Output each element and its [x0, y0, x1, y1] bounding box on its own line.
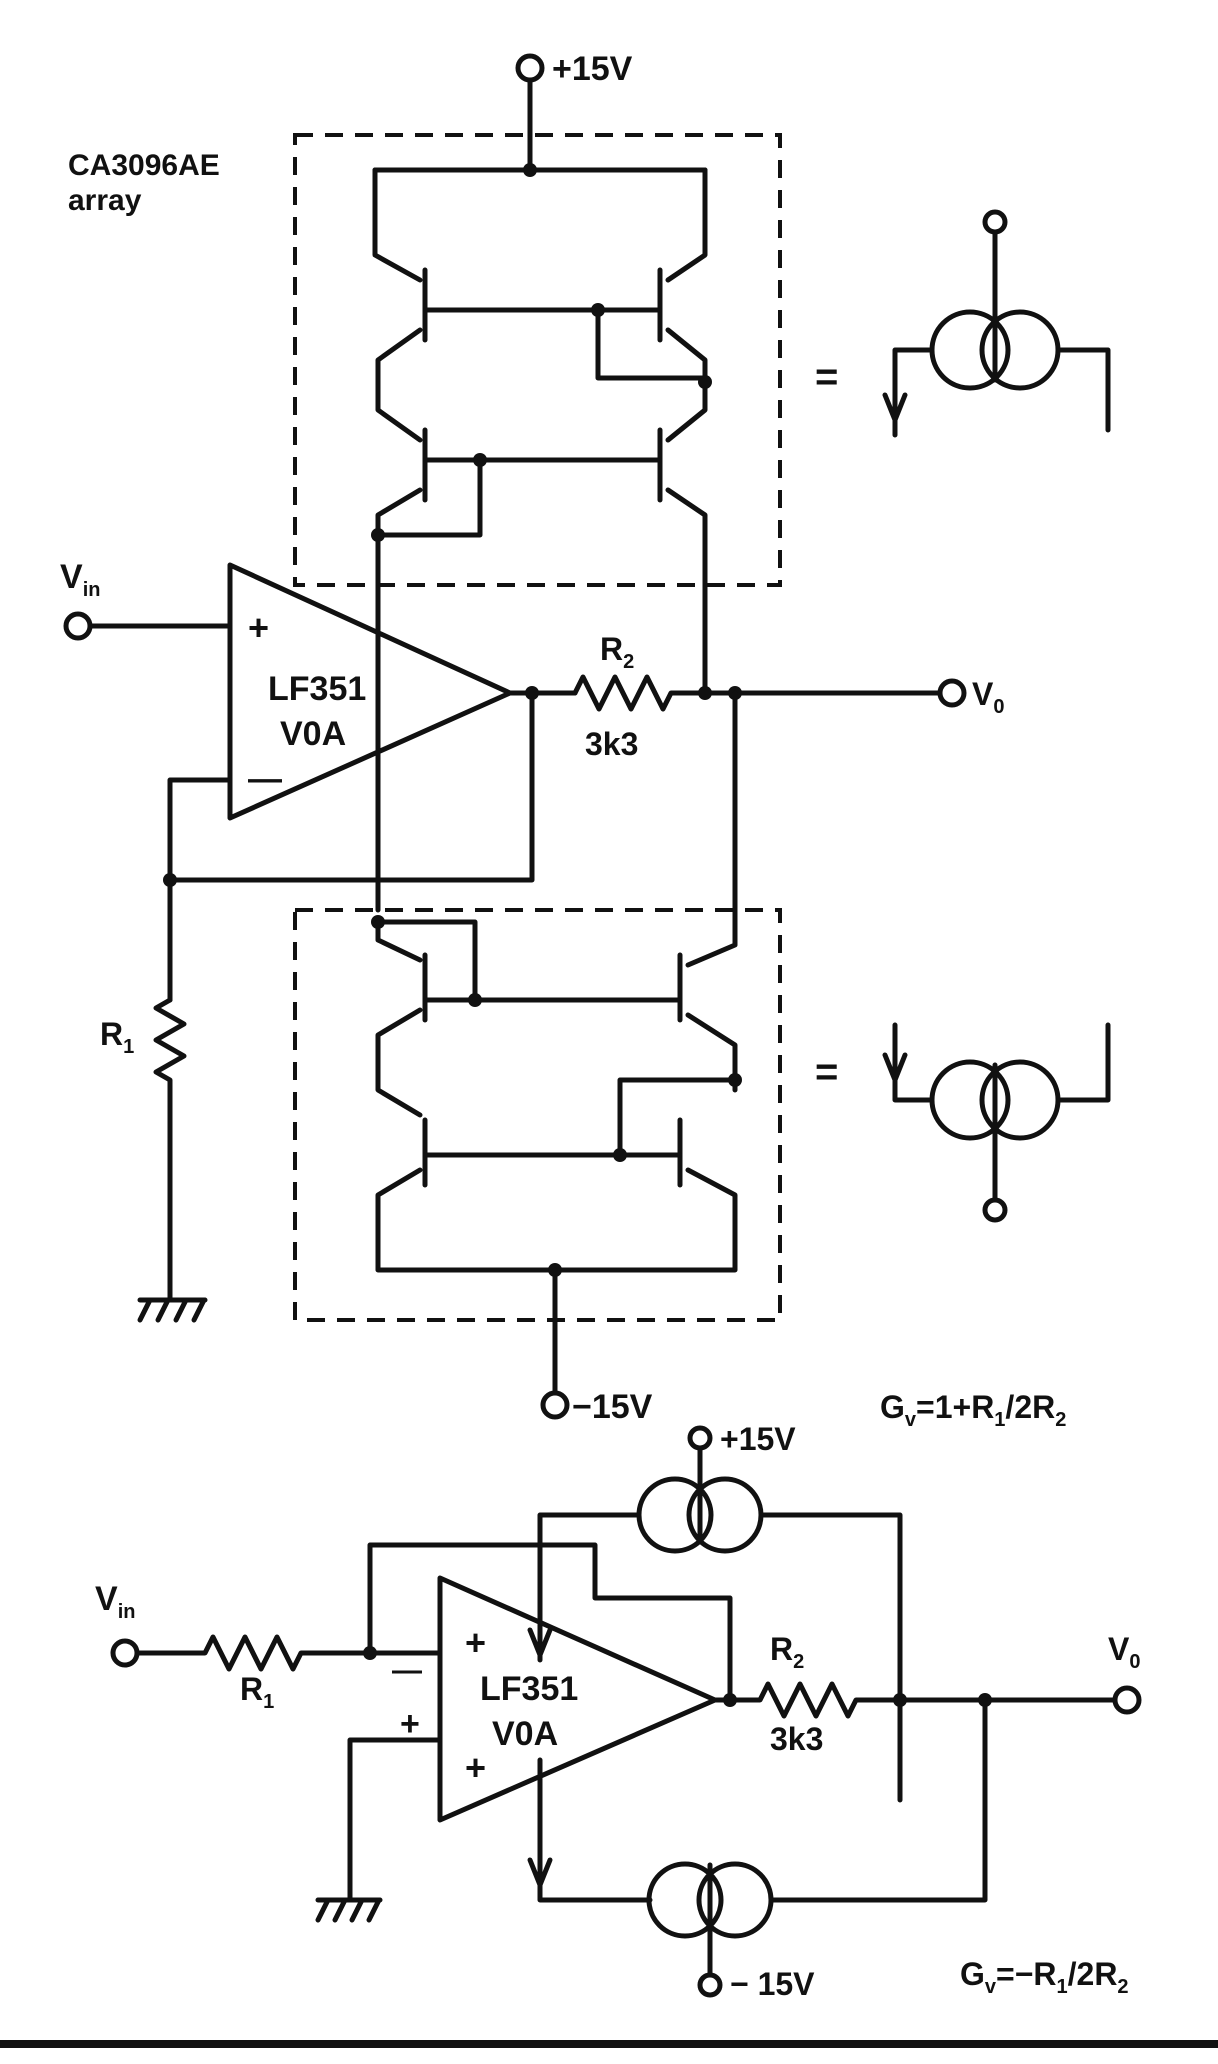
output-label: V0 [972, 676, 1004, 718]
bottom-upper-current-source [527, 1476, 903, 1803]
bottom-input-label: Vin [95, 1580, 135, 1623]
lower-current-source-symbol [882, 1022, 1111, 1223]
upper-array-box [293, 133, 782, 587]
bottom-r1-resistor [134, 1634, 443, 1672]
r2-label: R2 [600, 631, 634, 673]
bottom-opamp-sub-label: V0A [492, 1715, 558, 1753]
upper-arrow-icon [882, 392, 908, 423]
lower-current-mirror [371, 915, 742, 1277]
lower-equiv-sign: = [815, 1050, 838, 1094]
array-name-label: CA3096AE [68, 149, 220, 182]
opamp-plus-label: + [248, 607, 269, 648]
pos-supply-label: +15V [552, 50, 633, 88]
neg-supply-label: −15V [572, 1388, 653, 1426]
input-label: Vin [60, 558, 100, 601]
array-word-label: array [68, 184, 142, 217]
bottom-opamp-plus-label: + [465, 1622, 486, 1663]
input-terminal [63, 611, 93, 641]
ground-icon [137, 1297, 208, 1323]
bottom-input-terminal [110, 1638, 140, 1668]
r2-resistor [572, 674, 943, 712]
r1-resistor [153, 997, 187, 1303]
bottom-r1-label: R1 [240, 1671, 274, 1713]
neg-supply-terminal [540, 1390, 570, 1420]
bottom-left-minus-label: — [392, 1654, 422, 1687]
bottom-output-label: V0 [1108, 1631, 1140, 1673]
opamp-minus-label: — [248, 760, 282, 798]
bottom-neg-supply-label: − 15V [730, 1966, 815, 2002]
opamp-triangle [227, 562, 513, 821]
top-circuit: +15V CA3096AE array [60, 50, 1111, 1431]
bottom-pos-supply-label: +15V [720, 1421, 796, 1457]
top-gain-formula: Gv=1+R1/2R2 [880, 1389, 1066, 1431]
bottom-opamp-minus-label: + [465, 1747, 486, 1788]
r1-label: R1 [100, 1016, 134, 1058]
upper-equiv-sign: = [815, 355, 838, 399]
bottom-output-terminal [1112, 1685, 1142, 1715]
upper-current-mirror [371, 163, 712, 693]
opamp-sub-label: V0A [280, 715, 346, 753]
bottom-opamp-triangle [437, 1575, 718, 1823]
output-terminal [937, 678, 967, 708]
bottom-gain-formula: Gv=−R1/2R2 [960, 1956, 1129, 1998]
bottom-lower-current-source [527, 1697, 988, 1998]
lower-array-box [293, 908, 782, 1322]
bottom-r2-resistor [712, 1681, 1118, 1719]
bottom-ground-icon [315, 1897, 383, 1923]
r2-value-label: 3k3 [585, 726, 638, 762]
bottom-left-plus-label: + [400, 1705, 420, 1743]
opamp-name-label: LF351 [268, 670, 366, 708]
bottom-upper-arrow-icon [527, 1627, 553, 1658]
bottom-r2-value-label: 3k3 [770, 1721, 823, 1757]
bottom-circuit: +15V Vin R1 — + + + LF351 V0A [95, 1421, 1142, 2002]
bottom-lower-arrow-icon [527, 1857, 553, 1888]
bottom-pos-supply-terminal [687, 1425, 713, 1451]
pos-supply-terminal [515, 53, 545, 83]
bottom-r2-label: R2 [770, 1631, 804, 1673]
bottom-opamp-name-label: LF351 [480, 1670, 578, 1708]
upper-current-source-symbol [882, 209, 1111, 438]
lower-arrow-icon [882, 1052, 908, 1083]
bottom-rule [0, 2040, 1218, 2048]
